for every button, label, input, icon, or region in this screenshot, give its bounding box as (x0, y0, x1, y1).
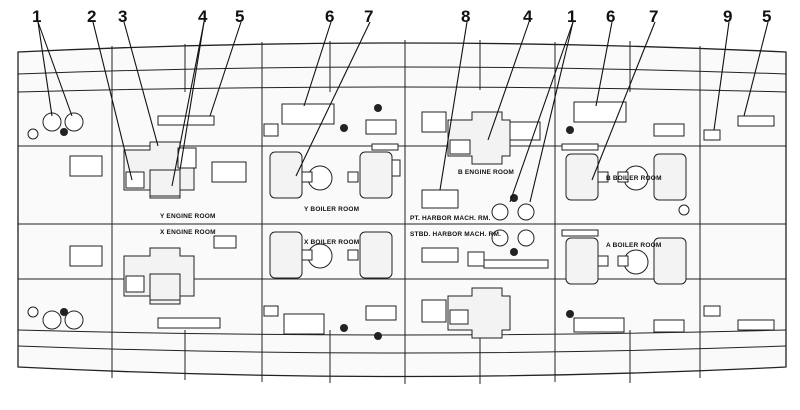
callout-6-right: 6 (606, 7, 615, 26)
right-compartment-equipment (703, 115, 775, 331)
y-engine-equipment (123, 115, 247, 249)
label-y-engine-room: Y ENGINE ROOM (160, 213, 216, 220)
callout-6-left: 6 (325, 7, 334, 26)
x-engine-equipment (123, 247, 221, 329)
label-b-boiler-room: B BOILER ROOM (606, 175, 662, 182)
lower-engine-equipment (421, 287, 511, 339)
callout-7-right: 7 (649, 7, 658, 26)
left-compartment-equipment (27, 112, 103, 330)
callout-numbers: 1 2 3 4 5 6 7 8 4 1 6 7 9 5 (32, 7, 771, 26)
callout-7-left: 7 (364, 7, 373, 26)
callout-leader-lines (37, 21, 769, 203)
harbor-machinery-equipment (421, 194, 549, 269)
label-x-engine-room: X ENGINE ROOM (160, 229, 216, 236)
label-y-boiler-room: Y BOILER ROOM (304, 206, 359, 213)
b-engine-equipment (421, 111, 541, 209)
callout-5-right: 5 (762, 7, 771, 26)
hull-band-bottom (17, 345, 787, 354)
callout-1-right: 1 (567, 7, 576, 26)
label-a-boiler-room: A BOILER ROOM (606, 242, 661, 249)
a-boiler-equipment (561, 229, 687, 333)
label-x-boiler-room: X BOILER ROOM (304, 239, 359, 246)
callout-3: 3 (118, 7, 127, 26)
callout-8: 8 (461, 7, 470, 26)
b-boiler-equipment (561, 101, 690, 216)
y-boiler-equipment (263, 103, 401, 199)
hull-band-top (17, 66, 787, 75)
hull-outline (17, 42, 787, 378)
callout-1-left: 1 (32, 7, 41, 26)
label-stbd-harbor-mach-rm: STBD. HARBOR MACH. RM. (410, 231, 501, 238)
label-pt-harbor-mach-rm: PT. HARBOR MACH. RM. (410, 215, 491, 222)
inner-band-top (17, 86, 787, 93)
x-boiler-equipment (263, 231, 397, 340)
callout-5-left: 5 (235, 7, 244, 26)
callout-9: 9 (723, 7, 732, 26)
callout-4-right: 4 (523, 7, 533, 26)
callout-2: 2 (87, 7, 96, 26)
label-b-engine-room: B ENGINE ROOM (458, 169, 514, 176)
callout-4-left: 4 (198, 7, 208, 26)
room-labels: Y ENGINE ROOM X ENGINE ROOM Y BOILER ROO… (160, 169, 662, 249)
